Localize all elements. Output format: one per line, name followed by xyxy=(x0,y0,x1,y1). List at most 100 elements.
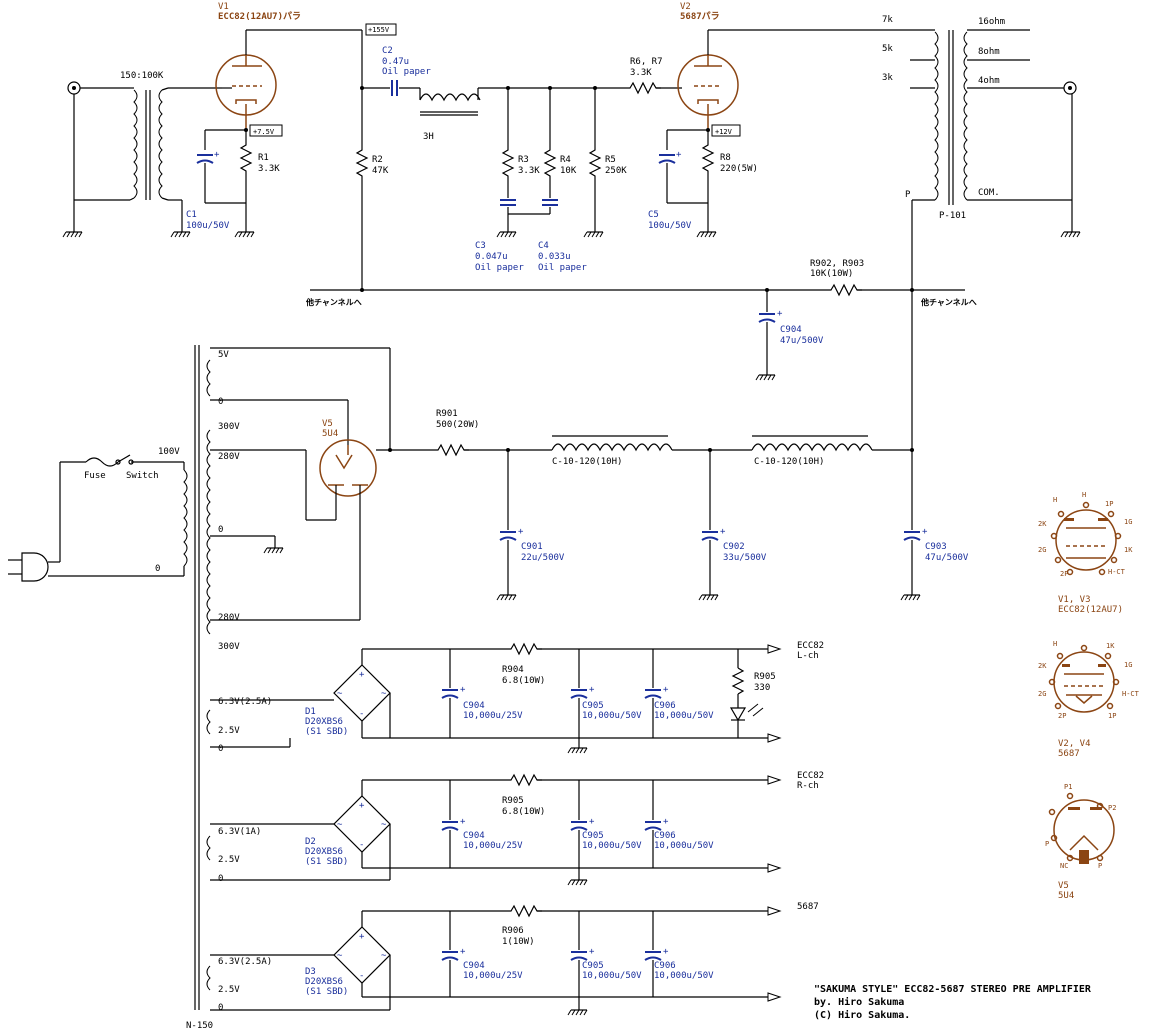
svg-text:+: + xyxy=(589,947,595,957)
v2-ref: V2 xyxy=(680,2,691,12)
c3-note: Oil paper xyxy=(475,263,524,273)
r8-ref: R8 xyxy=(720,153,731,163)
label-heaters-1-part: D20XBS6 xyxy=(305,847,343,857)
capacitor-c901: + xyxy=(499,527,524,541)
label-heaters-0-out2: L-ch xyxy=(797,651,819,661)
primary-0: 0 xyxy=(155,564,160,574)
label-heaters-2-out1: 5687 xyxy=(797,902,819,912)
svg-text:-: - xyxy=(359,971,364,981)
label-heaters-2-part: D20XBS6 xyxy=(305,977,343,987)
label-heaters-2-diode: D3 xyxy=(305,967,316,977)
svg-text:~: ~ xyxy=(381,820,387,830)
v1-ref: V1 xyxy=(218,2,229,12)
r1-ref: R1 xyxy=(258,153,269,163)
svg-text:+: + xyxy=(589,685,595,695)
capacitor-c3 xyxy=(500,199,516,206)
label-pinouts-2-pins-2: P xyxy=(1045,840,1049,848)
tap-5k: 5k xyxy=(882,44,893,54)
c2-ref: C2 xyxy=(382,46,393,56)
svg-text:+: + xyxy=(663,947,669,957)
svg-text:+: + xyxy=(663,685,669,695)
svg-text:~: ~ xyxy=(381,951,387,961)
label-heaters-1-out2: R-ch xyxy=(797,781,819,791)
label-pinouts-0-pins-8: 2K xyxy=(1038,520,1047,528)
label-pinouts-0-pins-4: 1K xyxy=(1124,546,1133,554)
choke1-label: C-10-120(10H) xyxy=(552,457,622,467)
power-windings: 5V 0 300V 280V 0 280V 300V 6.3V(2.5A) 2.… xyxy=(218,350,272,1013)
r2-ref: R2 xyxy=(372,155,383,165)
label-heaters-0-c1_val: 10,000u/25V xyxy=(463,711,523,721)
pinout-ecc82: H H 1P 1G 1K H-CT 2P 2G 2K V1, V3 ECC82(… xyxy=(1038,491,1133,615)
label-pinouts-1-pins-6: 2G xyxy=(1038,690,1046,698)
label-power-windings-2: 300V xyxy=(218,422,240,432)
svg-text:-: - xyxy=(359,840,364,850)
svg-text:+: + xyxy=(359,932,365,942)
switch-label: Switch xyxy=(126,471,159,481)
label-pinouts-2-line1: V5 xyxy=(1058,881,1069,891)
label-power-windings-6: 300V xyxy=(218,642,240,652)
label-pinouts-0-pins-1: H xyxy=(1053,496,1057,504)
svg-text:+: + xyxy=(720,527,726,537)
r4-value: 10K xyxy=(560,166,577,176)
label-heaters-2-c3_val: 10,000u/50V xyxy=(654,971,714,981)
tap-3k: 3k xyxy=(882,73,893,83)
svg-text:+: + xyxy=(460,685,466,695)
choke2-label: C-10-120(10H) xyxy=(754,457,824,467)
label-pinouts-2-line2: 5U4 xyxy=(1058,891,1074,901)
resistor-r902 xyxy=(826,283,862,297)
c4-ref: C4 xyxy=(538,241,549,251)
resistor-r2 xyxy=(355,145,369,181)
label-pinouts-0-pins-2: 1P xyxy=(1105,500,1113,508)
r67-ref: R6, R7 xyxy=(630,57,663,67)
svg-text:+: + xyxy=(359,670,365,680)
svg-text:~: ~ xyxy=(337,951,343,961)
label-heaters-1-c1_val: 10,000u/25V xyxy=(463,841,523,851)
other-channel-left: 他チャンネルへ xyxy=(305,297,362,307)
tap-4ohm: 4ohm xyxy=(978,76,1000,86)
label-heaters-0-c3_ref: C906 xyxy=(654,701,676,711)
v5-ref: V5 xyxy=(322,419,333,429)
label-pinouts-1-pins-0: H xyxy=(1053,640,1057,648)
c902-ref: C902 xyxy=(723,542,745,552)
label-heaters-2-c1_val: 10,000u/25V xyxy=(463,971,523,981)
capacitor-c2 xyxy=(391,80,398,96)
output-transformer: 7k 5k 3k 16ohm 8ohm 4ohm P COM. P-101 xyxy=(882,15,1072,221)
label-pinouts-2-pins-3: NC xyxy=(1060,862,1068,870)
label-heaters-1-r_val: 6.8(10W) xyxy=(502,807,545,817)
label-heaters-0-note: (S1 SBD) xyxy=(305,727,348,737)
label-heaters-2-c2_val: 10,000u/50V xyxy=(582,971,642,981)
heater-supply-2: + ~ ~ - + + + xyxy=(210,773,781,886)
label-heaters-0-r_ref: R904 xyxy=(502,665,524,675)
c903-value: 47u/500V xyxy=(925,553,969,563)
pinout-5687: H 1K 1G H-CT 1P 2P 2G 2K V2, V4 5687 xyxy=(1038,640,1140,759)
label-heaters-1-diode: D2 xyxy=(305,837,316,847)
label-heaters-1-out1: ECC82 xyxy=(797,771,824,781)
label-power-windings-11: 2.5V xyxy=(218,855,240,865)
fuse-label: Fuse xyxy=(84,471,106,481)
label-pinouts-1-pins-7: 2K xyxy=(1038,662,1047,670)
c901-ref: C901 xyxy=(521,542,543,552)
c1-ref: C1 xyxy=(186,210,197,220)
v2-cathode-voltage: +12V xyxy=(715,128,733,136)
label-power-windings-5: 280V xyxy=(218,613,240,623)
label-power-windings-12: 0 xyxy=(218,874,223,884)
label-power-windings-9: 0 xyxy=(218,744,223,754)
other-channel-right: 他チャンネルへ xyxy=(920,297,977,307)
r2-value: 47K xyxy=(372,166,389,176)
svg-text:+: + xyxy=(777,309,783,319)
label-heaters-0-part: D20XBS6 xyxy=(305,717,343,727)
r3-ref: R3 xyxy=(518,155,529,165)
label-power-windings-10: 6.3V(1A) xyxy=(218,827,261,837)
label-heaters-1-c2_val: 10,000u/50V xyxy=(582,841,642,851)
label-heaters-0-c3_val: 10,000u/50V xyxy=(654,711,714,721)
label-heaters-1-r_ref: R905 xyxy=(502,796,524,806)
label-heaters-1-c2_ref: C905 xyxy=(582,831,604,841)
c904-ref: C904 xyxy=(780,325,802,335)
label-pinouts-0-pins-7: 2G xyxy=(1038,546,1046,554)
label-heaters-2-c1_ref: C904 xyxy=(463,961,485,971)
c4-value: 0.033u xyxy=(538,252,571,262)
label-pinouts-0-pins-6: 2P xyxy=(1060,570,1068,578)
heater-supply-3: + ~ ~ - + + + xyxy=(210,904,781,1016)
label-heaters-0-led_val: 330 xyxy=(754,683,770,693)
input-stage: 150:100K xyxy=(62,71,222,238)
